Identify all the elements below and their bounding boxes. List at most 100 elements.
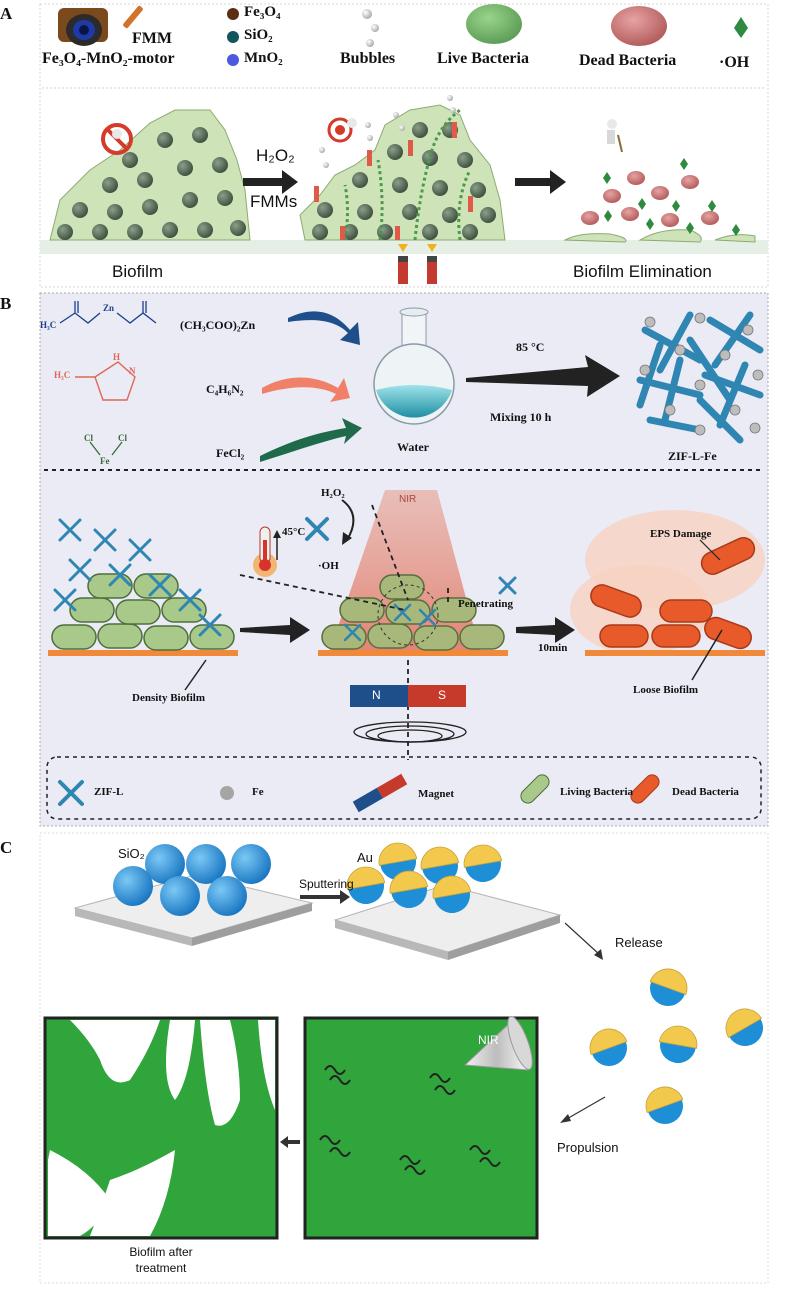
arrow-a-bottom: FMMs <box>250 192 298 211</box>
dashed-lines-b <box>239 504 449 760</box>
cl-atom-1: Cl <box>84 433 93 443</box>
janus-particle <box>645 1086 684 1124</box>
mixing-label: Mixing 10 h <box>490 410 552 424</box>
imidazole-structure <box>75 361 136 401</box>
live-bacteria-icon <box>466 4 522 44</box>
h-atom: H <box>113 352 121 362</box>
coil-icon <box>353 721 467 743</box>
release-label: Release <box>615 935 663 950</box>
prohibited-figure-icon <box>101 123 133 155</box>
temp-85-label: 85 °C <box>516 340 545 354</box>
au-label: Au <box>357 850 373 865</box>
janus-particle <box>658 1025 698 1063</box>
zif-particle-nir <box>305 517 329 541</box>
janus-particle <box>420 846 460 884</box>
legend-living-label: Living Bacteria <box>560 786 634 798</box>
time-10min-label: 10min <box>538 642 568 654</box>
h2o2-label-b: H₂O₂ <box>321 487 345 499</box>
arrow-a-top: H₂O₂ <box>256 146 295 165</box>
biofilm-middle-balls <box>312 122 496 240</box>
propulsion-label: Propulsion <box>557 1140 619 1155</box>
legend-dead-label: Dead Bacteria <box>672 786 739 798</box>
arrow-a2 <box>515 170 566 194</box>
penetrating-label: Penetrating <box>458 598 513 610</box>
imidazole-label: C₄H₆N₂ <box>206 382 244 396</box>
sio2-label-c: SiO₂ <box>118 846 145 861</box>
sio2-dot <box>227 31 239 43</box>
zif-l-fe-label: ZIF-L-Fe <box>668 449 717 463</box>
fe3o4-dot <box>227 8 239 20</box>
thermometer-icon <box>253 526 281 577</box>
fmm-formula: Fe₃O₄-MnO₂-motor <box>42 50 175 67</box>
fmm-label: FMM <box>132 30 172 47</box>
loose-biofilm-label: Loose Biofilm <box>633 684 699 696</box>
oh-label: ·OH <box>719 54 750 71</box>
magnet-legend-icon <box>352 773 408 813</box>
density-biofilm <box>48 518 238 691</box>
arrow-back <box>280 1136 300 1148</box>
h3c-label-1: H₃C <box>40 320 57 330</box>
fecl2-structure <box>89 441 123 456</box>
panel-b-legend-box <box>46 756 762 820</box>
arrow-green <box>260 418 362 462</box>
nir-label-c: NIR <box>478 1033 499 1047</box>
janus-particle <box>463 844 503 882</box>
janus-particle <box>649 968 688 1006</box>
nir-cone-c <box>463 1016 533 1071</box>
janus-particle <box>389 870 429 908</box>
janus-particle <box>432 875 472 913</box>
magnet-bar <box>350 685 466 707</box>
biofilm-after-treatment-caption: Biofilm after treatment <box>129 1245 193 1275</box>
motors-below-surface <box>398 244 437 284</box>
panel-c-letter: C <box>0 838 13 857</box>
biofilm-middle <box>299 104 506 241</box>
magnet-s-label: S <box>438 688 447 702</box>
zif-l-fe-cluster <box>636 311 764 444</box>
dead-bacteria-legend-icon <box>630 774 660 804</box>
treated-biofilm <box>318 574 508 656</box>
living-bacteria-legend-icon <box>520 774 550 804</box>
sio2-spheres <box>113 844 271 916</box>
panel-a-letter: A <box>0 4 13 23</box>
mno2-dot <box>227 54 239 66</box>
bubbles-legend-icon <box>362 9 379 47</box>
janus-particle <box>725 1008 763 1046</box>
bubbles-label: Bubbles <box>340 50 396 67</box>
janus-particle <box>346 866 386 904</box>
dead-bacteria-icon <box>611 6 667 46</box>
h3c-label-2: H₃C <box>54 370 71 380</box>
cl-atom-2: Cl <box>118 433 127 443</box>
density-biofilm-label: Density Biofilm <box>132 692 206 704</box>
channel-stripes <box>343 108 472 241</box>
fe-legend-icon <box>220 786 234 800</box>
arrow-85c <box>466 355 620 397</box>
n-atom: N <box>129 366 136 376</box>
curved-arrow <box>341 499 355 541</box>
biofilm-left-balls <box>57 127 246 240</box>
arrow-b2 <box>240 617 310 643</box>
legend-fe-label: Fe <box>252 786 264 798</box>
mno2-label: MnO₂ <box>244 50 283 66</box>
oh-label-b: ·OH <box>318 560 339 572</box>
arrow-propulsion-line <box>564 1096 606 1121</box>
fe-atom: Fe <box>100 456 110 466</box>
sputtering-label: Sputtering <box>299 877 354 891</box>
sio2-label: SiO₂ <box>244 27 273 43</box>
motors-in-biofilm <box>314 122 473 240</box>
arrow-b3 <box>516 617 575 643</box>
cleared-channels <box>48 1020 275 1236</box>
water-label: Water <box>397 440 429 454</box>
zif-legend-icon <box>58 780 84 806</box>
oh-diamond-icon <box>734 17 748 38</box>
loose-biofilm <box>570 510 765 681</box>
arrow-release-line <box>564 922 601 956</box>
target-figure-icon <box>327 117 357 143</box>
dead-bacteria-label: Dead Bacteria <box>579 52 677 69</box>
fmm-stick-icon <box>123 5 143 29</box>
legend-magnet-label: Magnet <box>418 788 455 800</box>
magnet-n-label: N <box>372 688 381 702</box>
temp-45-label: 45°C <box>282 526 306 538</box>
nir-label-b: NIR <box>399 494 417 505</box>
oh-scattered <box>603 158 740 236</box>
